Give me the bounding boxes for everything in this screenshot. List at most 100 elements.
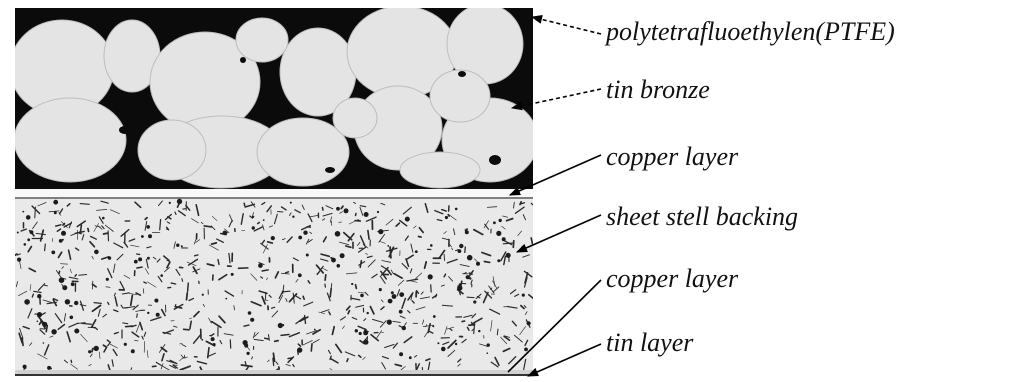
steel-grain-dot <box>156 313 160 317</box>
steel-grain-dot <box>59 239 63 243</box>
steel-grain-dot <box>62 285 67 290</box>
steel-grain-dot <box>387 320 392 325</box>
steel-grain <box>144 282 146 283</box>
leader-line-tin-layer <box>528 344 601 376</box>
steel-grain-dot <box>43 342 45 344</box>
steel-grain-dot <box>176 244 179 247</box>
steel-grain-dot <box>24 299 30 305</box>
steel-grain-dot <box>278 323 283 328</box>
steel-grain <box>104 233 108 234</box>
steel-grain-dot <box>252 216 254 218</box>
steel-grain <box>465 229 467 230</box>
steel-grain-dot <box>379 288 382 291</box>
steel-grain <box>484 262 489 263</box>
steel-grain <box>187 293 188 300</box>
steel-grain-dot <box>391 291 394 294</box>
steel-grain <box>265 292 266 300</box>
steel-grain-dot <box>134 260 138 264</box>
steel-grain-dot <box>399 352 403 356</box>
steel-grain-dot <box>465 230 469 234</box>
steel-grain-dot <box>138 257 142 261</box>
steel-grain-dot <box>378 229 383 234</box>
steel-grain <box>497 329 498 335</box>
label-tin-bronze: tin bronze <box>606 75 710 104</box>
steel-grain-dot <box>359 332 362 335</box>
steel-grain <box>436 294 437 297</box>
steel-grain <box>272 307 275 308</box>
steel-grain-dot <box>47 366 51 370</box>
steel-grain <box>46 326 47 332</box>
steel-grain-dot <box>430 244 433 247</box>
label-copper-layer-top: copper layer <box>606 142 739 171</box>
steel-grain-dot <box>211 337 215 341</box>
steel-grain-dot <box>355 329 358 332</box>
steel-grain <box>356 285 357 289</box>
steel-grain-dot <box>22 211 24 213</box>
steel-grain-dot <box>351 283 353 285</box>
steel-grain <box>94 303 101 304</box>
steel-grain-dot <box>487 352 489 354</box>
steel-grain <box>265 338 269 339</box>
steel-grain-dot <box>88 350 91 353</box>
steel-grain-dot <box>154 299 158 303</box>
steel-grain-dot <box>433 315 436 318</box>
label-ptfe: polytetrafluoethylen(PTFE) <box>604 17 895 46</box>
steel-grain-dot <box>160 274 163 277</box>
steel-grain-dot <box>363 330 368 335</box>
steel-grain <box>88 229 89 232</box>
steel-grain <box>71 360 72 362</box>
steel-grain-dot <box>94 250 99 255</box>
steel-grain-dot <box>250 318 254 322</box>
steel-grain-dot <box>27 238 30 241</box>
steel-grain-dot <box>437 342 439 344</box>
steel-grain-dot <box>231 273 234 276</box>
bronze-particle <box>236 18 288 62</box>
steel-grain-dot <box>202 294 204 296</box>
steel-grain-dot <box>51 329 56 334</box>
steel-grain-dot <box>473 300 476 303</box>
steel-grain-dot <box>24 243 27 246</box>
steel-grain-dot <box>252 226 255 229</box>
steel-grain-dot <box>377 211 379 213</box>
steel-grain <box>45 285 48 286</box>
steel-grain-dot <box>387 245 389 247</box>
steel-grain-dot <box>367 312 369 314</box>
ptfe-pore <box>119 126 131 134</box>
steel-grain <box>470 273 473 274</box>
steel-grain-dot <box>51 251 55 255</box>
steel-grain-dot <box>94 346 99 351</box>
steel-grain-dot <box>502 237 506 241</box>
steel-grain <box>275 341 278 342</box>
steel-grain-dot <box>336 207 340 211</box>
steel-grain <box>325 275 326 280</box>
steel-grain-dot <box>524 348 528 352</box>
steel-grain-dot <box>314 329 316 331</box>
steel-grain <box>137 314 138 317</box>
steel-grain <box>123 308 128 309</box>
steel-grain-dot <box>263 219 265 221</box>
steel-grain-dot <box>71 282 75 286</box>
steel-grain-dot <box>399 292 404 297</box>
steel-grain-dot <box>402 326 406 330</box>
ptfe-pore <box>458 71 466 77</box>
ptfe-pore <box>325 167 335 173</box>
steel-grain-dot <box>177 199 182 204</box>
steel-grain-dot <box>169 202 171 204</box>
steel-grain-dot <box>297 347 302 352</box>
steel-grain-dot <box>303 231 307 235</box>
steel-grain <box>390 247 391 258</box>
steel-grain-dot <box>225 298 227 300</box>
steel-grain-dot <box>258 263 263 268</box>
steel-grain <box>171 283 176 284</box>
steel-grain <box>303 296 304 299</box>
steel-grain-dot <box>248 311 252 315</box>
steel-grain-dot <box>147 257 150 260</box>
label-copper-layer-bottom: copper layer <box>606 264 739 293</box>
callout-labels: polytetrafluoethylen(PTFE) tin bronze co… <box>604 17 895 357</box>
steel-grain-dot <box>467 255 473 261</box>
steel-grain-dot <box>65 299 70 304</box>
steel-grain-dot <box>181 245 183 247</box>
steel-grain <box>282 291 290 292</box>
ptfe-pore <box>489 155 501 165</box>
steel-grain <box>204 226 211 227</box>
